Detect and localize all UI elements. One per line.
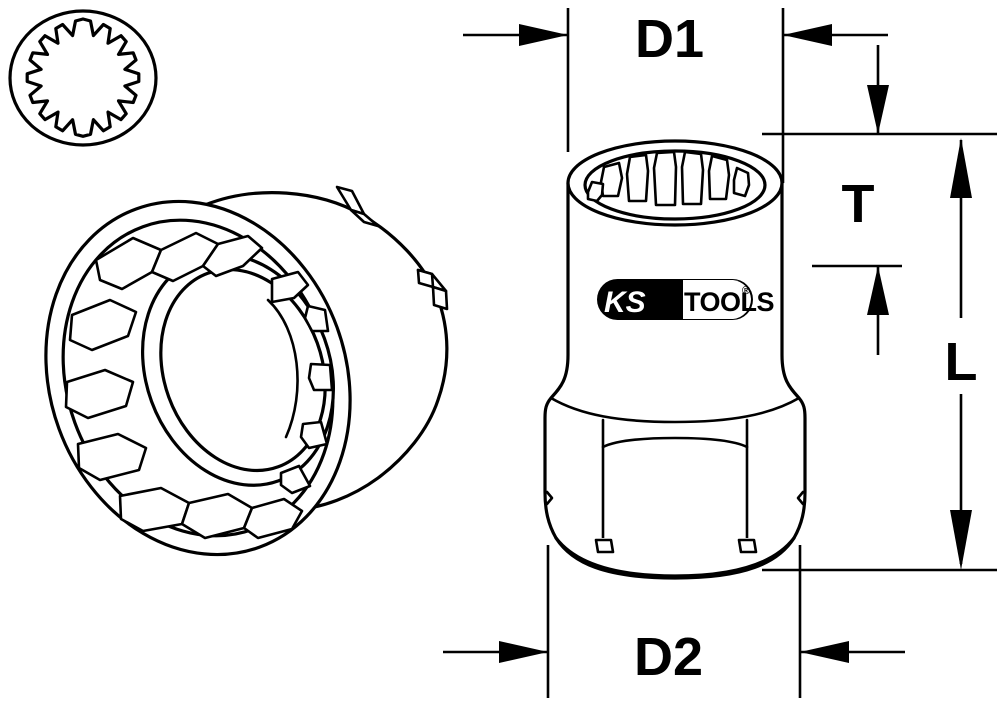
- t-label: T: [842, 174, 875, 234]
- dimension-d2: D2: [443, 545, 905, 698]
- d1-label: D1: [635, 9, 704, 69]
- iso-tooth: [64, 368, 135, 420]
- iso-tooth: [201, 234, 264, 278]
- side-tooth: [652, 150, 678, 207]
- side-tab-left: [594, 538, 615, 554]
- side-hex-front-face: [601, 436, 749, 449]
- dimension-d1: D1: [463, 8, 888, 183]
- d1-arrow-left: [519, 24, 568, 46]
- d2-label: D2: [634, 627, 703, 687]
- l-arrow-bottom: [950, 510, 972, 570]
- iso-tooth: [68, 298, 138, 352]
- iso-rear-facet-mid2: [431, 285, 449, 311]
- side-tooth: [599, 161, 624, 198]
- side-shoulder-line: [549, 396, 801, 424]
- d2-arrow-left: [499, 641, 548, 663]
- side-tooth: [625, 153, 650, 203]
- l-label-gap: [930, 318, 992, 394]
- dimension-t: T: [762, 45, 997, 355]
- d1-arrow-right: [783, 24, 832, 46]
- l-arrow-top: [950, 138, 972, 198]
- iso-spline-teeth: [64, 231, 334, 540]
- d2-arrow-right: [800, 641, 849, 663]
- iso-rear-facet-upper2: [349, 208, 380, 228]
- iso-rear-facet-lower: [416, 268, 435, 289]
- side-notch-right: [796, 490, 805, 506]
- t-arrow-bottom: [867, 266, 889, 315]
- iso-tooth: [270, 270, 310, 304]
- logo-registered-mark: ®: [742, 285, 750, 297]
- iso-bore-floor: [266, 298, 299, 439]
- side-tab-right: [737, 538, 758, 554]
- isometric-socket-view: [44, 185, 449, 557]
- iso-tooth: [76, 432, 148, 482]
- side-tooth: [586, 180, 605, 203]
- logo-tools-text: TOOLS: [684, 287, 774, 317]
- logo-badge-white-inset: [683, 280, 752, 319]
- side-tooth: [732, 166, 751, 198]
- t-arrow-top: [867, 85, 889, 134]
- side-base-bottom-rim: [554, 536, 796, 578]
- profile-spline-teeth: [25, 17, 141, 138]
- iso-tooth: [303, 304, 330, 333]
- iso-tooth: [307, 362, 334, 392]
- side-tooth: [680, 150, 705, 206]
- logo-ks-text: KS: [604, 286, 646, 319]
- iso-tooth: [242, 497, 304, 540]
- iso-tooth: [299, 420, 329, 450]
- side-elevation-view: KS TOOLS ®: [543, 139, 807, 580]
- side-tooth: [707, 154, 731, 201]
- side-notch-left: [545, 490, 554, 506]
- end-profile-view: [8, 9, 158, 147]
- l-label: L: [945, 332, 978, 392]
- side-spline-teeth: [586, 150, 751, 207]
- ks-tools-logo: KS TOOLS ®: [597, 279, 775, 320]
- iso-tooth: [279, 464, 312, 495]
- side-body-outline: [543, 181, 807, 580]
